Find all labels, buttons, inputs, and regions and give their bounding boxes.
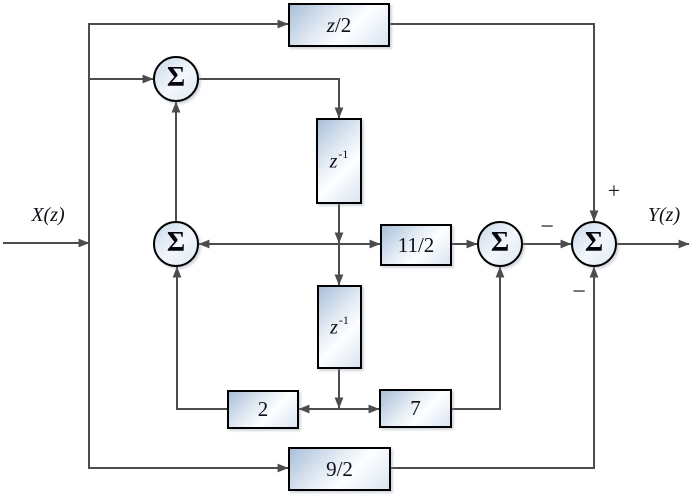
wire-two-to-sum2 bbox=[172, 266, 227, 410]
output-signal-label: Y(z) bbox=[647, 204, 681, 226]
input-signal-label: X(z) bbox=[31, 204, 65, 226]
sigma-symbol: Σ bbox=[490, 226, 510, 258]
wire-ninehalf-to-sum4 bbox=[391, 266, 599, 469]
summer-mid-left: Σ bbox=[153, 221, 199, 267]
plus-sign-sum4-top: + bbox=[607, 178, 621, 203]
wire-seven-to-sum3 bbox=[450, 266, 505, 410]
gain-block-z-half: z/2 bbox=[288, 3, 390, 47]
summer-output: Σ bbox=[571, 221, 617, 267]
sigma-symbol: Σ bbox=[166, 61, 186, 93]
gain-block-two: 2 bbox=[227, 390, 299, 429]
minus-sign-sum4-left: − bbox=[540, 214, 554, 240]
gain-block-seven: 7 bbox=[379, 389, 452, 428]
summer-top-left: Σ bbox=[153, 56, 199, 102]
gain-block-eleven-half-label: 11/2 bbox=[397, 232, 435, 257]
sigma-symbol: Σ bbox=[584, 226, 604, 258]
delay-block-1-label: z-1 bbox=[329, 146, 349, 173]
summer-pre-output: Σ bbox=[477, 221, 523, 267]
wire-sum1-to-delay1 bbox=[199, 78, 344, 119]
minus-sign-sum4-bottom: − bbox=[572, 279, 586, 305]
wire-spine-top-to-zhalf bbox=[88, 19, 289, 243]
gain-block-nine-half: 9/2 bbox=[288, 447, 391, 491]
delay-block-2-label: z-1 bbox=[330, 312, 349, 339]
sigma-symbol: Σ bbox=[166, 226, 186, 258]
delay-block-1: z-1 bbox=[316, 118, 362, 204]
gain-block-eleven-half: 11/2 bbox=[380, 224, 452, 266]
gain-block-nine-half-label: 9/2 bbox=[326, 456, 353, 481]
gain-block-seven-label: 7 bbox=[410, 396, 421, 420]
gain-block-z-half-label: z/2 bbox=[326, 12, 352, 37]
gain-block-two-label: 2 bbox=[257, 397, 269, 421]
delay-block-2: z-1 bbox=[317, 285, 362, 369]
wire-spine-bottom-to-ninehalf bbox=[88, 243, 289, 473]
wire-zhalf-to-sum4 bbox=[390, 23, 599, 222]
